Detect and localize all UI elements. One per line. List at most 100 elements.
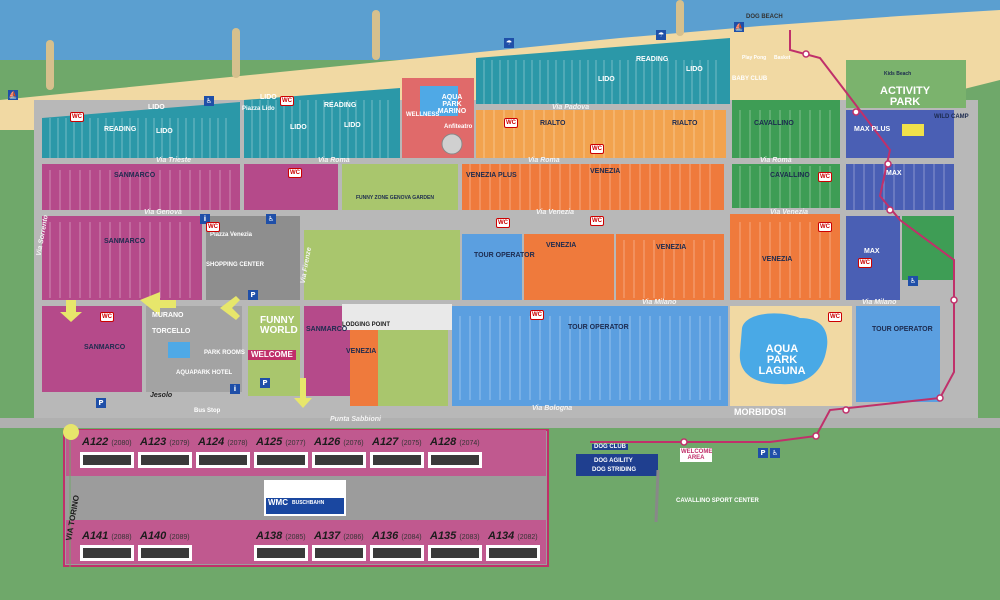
wc-sign: WC <box>590 144 604 154</box>
anfiteatro-circle <box>441 133 463 155</box>
label-max-plus: MAX PLUS <box>854 126 891 133</box>
groynes <box>46 0 684 90</box>
wc-sign: WC <box>504 118 518 128</box>
entrance-marker <box>63 424 79 440</box>
zone-sanmarco <box>42 164 350 396</box>
wc-sign: WC <box>828 312 842 322</box>
parking-id-a141: A141 (2088) <box>82 530 132 542</box>
label-sanmarco-2: SANMARCO <box>104 238 146 245</box>
label-funny-zone-genova: FUNNY ZONE GENOVA GARDEN <box>356 195 434 201</box>
pitch-stripes <box>49 60 945 400</box>
slot-a135 <box>428 545 482 561</box>
street-via-venezia-1: Via Venezia <box>536 209 575 216</box>
label-aqua-park-marino: AQUA PARK MARINO <box>437 94 467 115</box>
parking-icon: P <box>248 290 258 300</box>
label-tour-operator-1: TOUR OPERATOR <box>474 252 535 259</box>
parking-id-a126: A126 (2076) <box>314 436 364 448</box>
parking-id-a125: A125 (2077) <box>256 436 306 448</box>
street-via-padova: Via Padova <box>552 104 590 111</box>
label-rialto-2: RIALTO <box>672 120 698 127</box>
parking-id-a124: A124 (2078) <box>198 436 248 448</box>
label-baby-club: BABY CLUB <box>732 76 768 82</box>
max-plus-badge <box>902 124 924 136</box>
shopping-area <box>206 216 300 300</box>
label-dog-agility: DOG AGILITY <box>594 458 633 464</box>
street-via-trieste: Via Trieste <box>156 157 192 164</box>
parking-id-a134: A134 (2082) <box>488 530 538 542</box>
slot-a122 <box>80 452 134 468</box>
wc-sign: WC <box>288 168 302 178</box>
parking-icon: P <box>96 398 106 408</box>
slot-a137 <box>312 545 366 561</box>
label-park-rooms: PARK ROOMS <box>204 350 245 356</box>
label-lido-3: LIDO <box>260 94 277 101</box>
parking-id-a123: A123 (2079) <box>140 436 190 448</box>
label-lido-5: LIDO <box>290 124 307 131</box>
label-anfiteatro: Anfiteatro <box>444 124 473 130</box>
toilet-icon: ♿ <box>266 214 276 224</box>
street-via-milano-1: Via Milano <box>642 299 677 306</box>
street-via-venezia-2: Via Venezia <box>770 209 809 216</box>
label-dog-club: DOG CLUB <box>592 444 628 450</box>
parking-id-a127: A127 (2075) <box>372 436 422 448</box>
laguna-pool <box>739 313 828 385</box>
label-wmc-sub: BUSCHBAHN <box>292 500 325 506</box>
label-aqua-park-laguna: AQUA PARK LAGUNA <box>758 343 806 377</box>
label-reading-2: READING <box>324 102 357 109</box>
label-piazza-lido: Piazza Lido <box>242 106 275 112</box>
label-play-pong: Play Pong <box>742 55 767 61</box>
label-welcome: WELCOME <box>248 350 296 360</box>
parking-id-a128: A128 (2074) <box>430 436 480 448</box>
main-road <box>0 418 1000 428</box>
label-venezia-3: VENEZIA <box>656 244 687 251</box>
slot-a128 <box>428 452 482 468</box>
label-dog-striding: DOG STRIDING <box>592 467 637 473</box>
label-max-1: MAX <box>886 170 902 177</box>
wc-sign: WC <box>530 310 544 320</box>
toilet-icon: ♿ <box>770 448 780 458</box>
street-punta-sabbioni: Punta Sabbioni <box>330 416 381 423</box>
label-sanmarco-1: SANMARCO <box>114 172 156 179</box>
toilet-icon: ♿ <box>908 276 918 286</box>
street-via-roma-1: Via Roma <box>318 157 350 164</box>
label-tour-operator-2: TOUR OPERATOR <box>568 324 629 331</box>
info-icon: i <box>230 384 240 394</box>
label-sanmarco-4: SANMARCO <box>306 326 348 333</box>
label-reading-1: READING <box>104 126 137 133</box>
parking-id-a135: A135 (2083) <box>430 530 480 542</box>
slot-a123 <box>138 452 192 468</box>
wc-sign: WC <box>818 222 832 232</box>
street-via-firenze: Via Firenze <box>299 246 313 285</box>
label-cavallino-2: CAVALLINO <box>770 172 810 179</box>
sport-center-road <box>654 469 660 523</box>
parking-id-a137: A137 (2086) <box>314 530 364 542</box>
slot-a125 <box>254 452 308 468</box>
wc-sign: WC <box>70 112 84 122</box>
street-via-torino: VIA TORINO <box>64 494 82 542</box>
label-wmc: WMC <box>268 498 288 507</box>
label-cavallino-sport-center: CAVALLINO SPORT CENTER <box>676 498 759 504</box>
slot-a127 <box>370 452 424 468</box>
sailboat-icon: ⛵ <box>734 22 744 32</box>
label-wild-camp: WILD CAMP <box>934 114 969 120</box>
slot-a134 <box>486 545 540 561</box>
label-sanmarco-3: SANMARCO <box>84 344 126 351</box>
slot-a124 <box>196 452 250 468</box>
label-venezia-plus: VENEZIA PLUS <box>466 172 517 179</box>
label-basket: Basket <box>774 55 791 61</box>
zone-max <box>846 110 954 300</box>
activity-park-area <box>846 60 966 108</box>
street-via-sorrento: Via Sorrento <box>35 214 50 257</box>
label-morbidosi: MORBIDOSI <box>734 407 787 417</box>
label-funny-world: FUNNY WORLD <box>260 315 298 336</box>
street-via-roma-2: Via Roma <box>528 157 560 164</box>
toilet-icon: ♿ <box>204 96 214 106</box>
street-jesolo: Jesolo <box>150 392 173 399</box>
slot-a136 <box>370 545 424 561</box>
yellow-arrows <box>60 292 312 408</box>
label-shopping-center: SHOPPING CENTER <box>206 262 265 268</box>
dog-agility-box <box>576 454 658 476</box>
street-via-bologna: Via Bologna <box>532 405 573 412</box>
shower-icon: ☂ <box>504 38 514 48</box>
